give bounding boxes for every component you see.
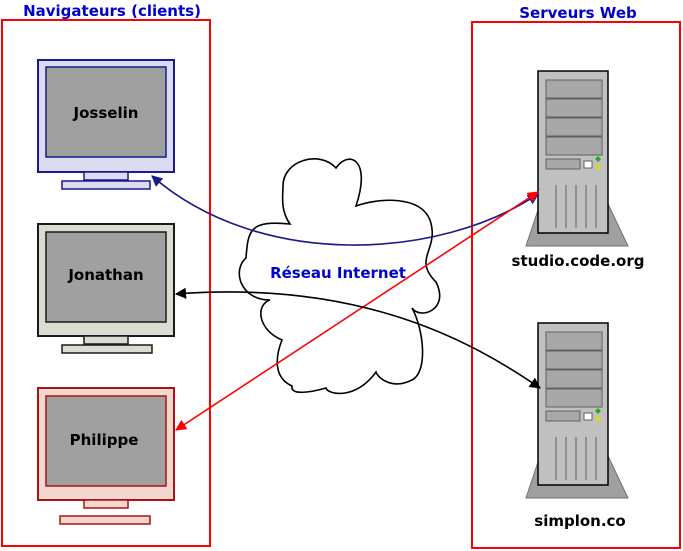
floppy-slot	[545, 158, 581, 170]
monitor-screen	[45, 66, 167, 158]
power-button	[583, 160, 593, 169]
network-label: Réseau Internet	[270, 264, 406, 282]
drive-bay	[545, 350, 603, 370]
floppy-slot	[545, 410, 581, 422]
monitor-screen	[45, 231, 167, 323]
vent-lines	[555, 437, 597, 480]
drive-bay	[545, 79, 603, 99]
monitor-base	[61, 180, 151, 190]
drive-bay	[545, 388, 603, 408]
drive-bay	[545, 369, 603, 389]
vent-lines	[555, 185, 597, 228]
monitor-neck	[83, 171, 129, 181]
drive-bay	[545, 331, 603, 351]
server-studio-code-org: studio.code.org	[512, 70, 645, 270]
monitor-neck	[83, 335, 129, 345]
monitor-base	[61, 344, 153, 354]
drive-bay	[545, 136, 603, 156]
servers-group-title: Serveurs Web	[519, 4, 637, 22]
monitor-base	[59, 515, 151, 525]
computer-philippe: Philippe	[37, 387, 175, 525]
client-name: Jonathan	[67, 266, 143, 284]
computer-josselin: Josselin	[37, 59, 175, 190]
power-button	[583, 412, 593, 421]
activity-led-icon	[595, 164, 601, 170]
drive-bay	[545, 98, 603, 118]
server-name: studio.code.org	[512, 252, 645, 270]
power-led-icon	[595, 408, 601, 414]
client-name: Josselin	[73, 104, 139, 122]
drive-bay	[545, 117, 603, 137]
power-led-icon	[595, 156, 601, 162]
client-name: Philippe	[70, 431, 139, 449]
server-simplon-co: simplon.co	[525, 322, 629, 530]
connection-jonathan-simplon	[174, 287, 541, 389]
monitor-neck	[83, 499, 129, 509]
activity-led-icon	[595, 416, 601, 422]
monitor-screen	[45, 395, 167, 487]
clients-group-title: Navigateurs (clients)	[23, 2, 201, 20]
server-name: simplon.co	[534, 512, 625, 530]
computer-jonathan: Jonathan	[37, 223, 175, 354]
